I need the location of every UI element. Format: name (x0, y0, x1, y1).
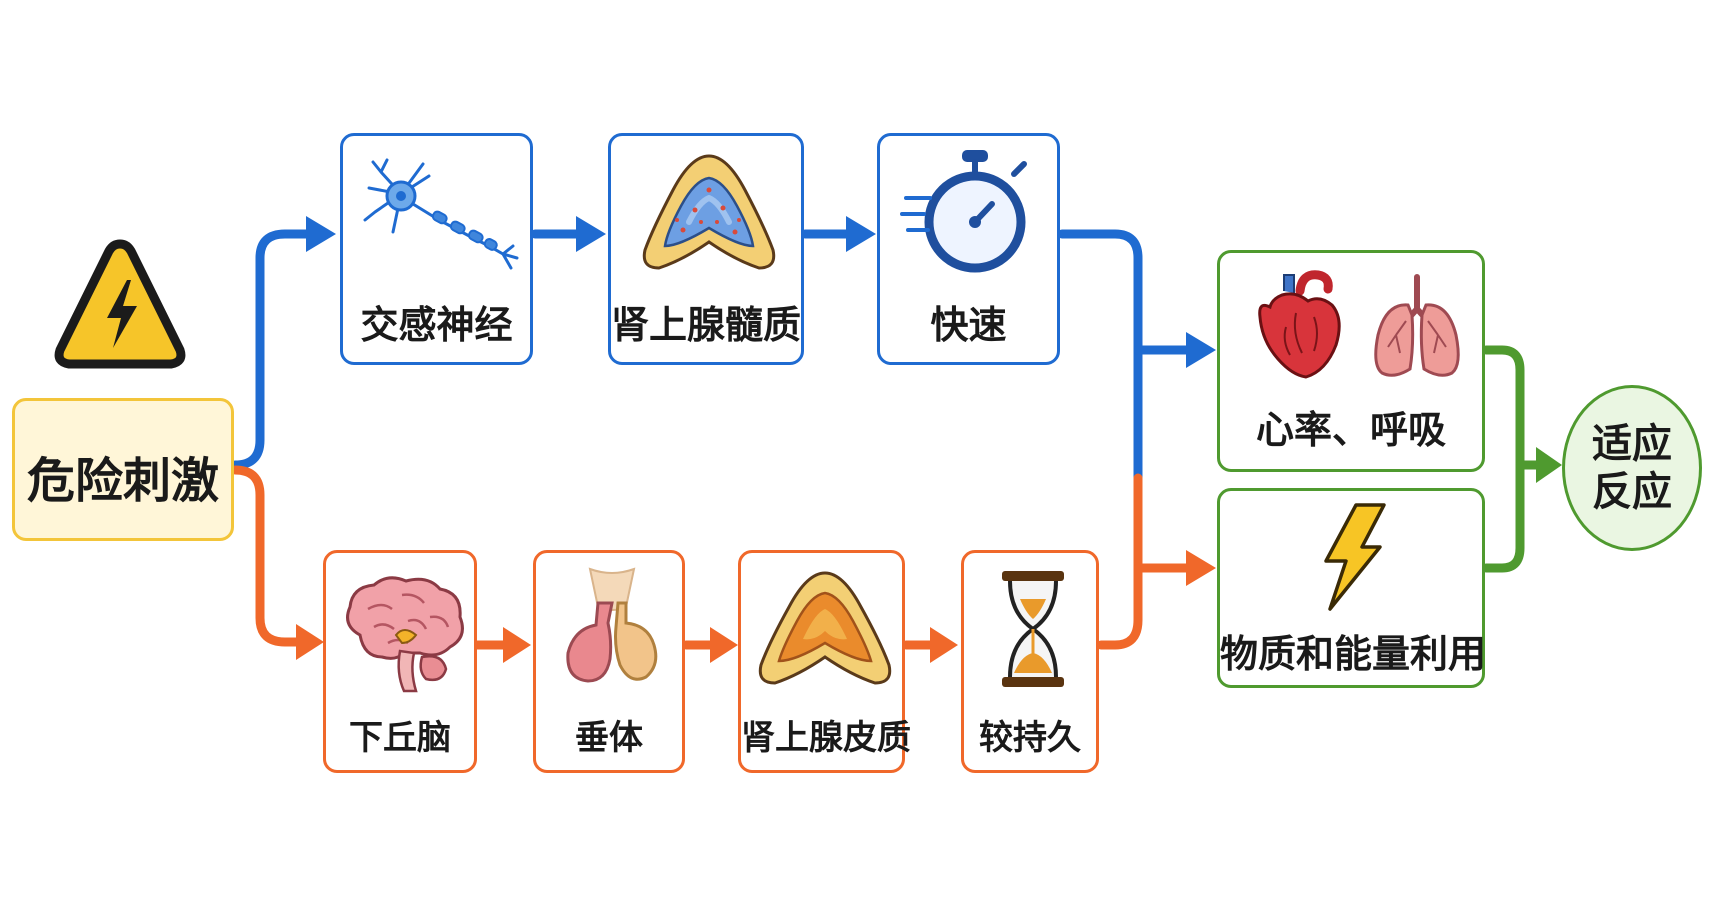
slow-node-lasting: 较持久 (961, 550, 1099, 773)
slow-node-hypothalamus-label: 下丘脑 (349, 718, 451, 758)
warning-lightning-icon (54, 239, 186, 369)
pituitary-icon (566, 567, 658, 683)
adaptive-response-node: 适应 反应 (1562, 385, 1702, 551)
start-label: 危险刺激 (26, 453, 219, 509)
heart-icon (1258, 270, 1341, 379)
outcome-energy-use: 物质和能量利用 (1217, 488, 1487, 688)
slow-node-pituitary: 垂体 (533, 550, 685, 773)
fast-node-sympathetic: 交感神经 (340, 133, 533, 365)
adrenal-cortex-icon (758, 571, 892, 685)
outcome-heart-breathing-label: 心率、呼吸 (1255, 408, 1446, 452)
lungs-icon (1374, 274, 1460, 377)
adaptive-response-line2: 反应 (1592, 469, 1672, 515)
slow-node-adrenal-cortex-label: 肾上腺皮质 (741, 718, 911, 758)
fast-node-sympathetic-label: 交感神经 (360, 303, 513, 347)
outcome-heart-breathing: 心率、呼吸 (1217, 250, 1485, 472)
fast-node-adrenal-medulla-label: 肾上腺髓质 (611, 303, 802, 347)
fast-node-adrenal-medulla: 肾上腺髓质 (608, 133, 804, 365)
stopwatch-icon (900, 150, 1027, 273)
fast-node-fast-label: 快速 (930, 303, 1007, 347)
neuron-icon (363, 158, 519, 270)
outcome-connectors (1481, 345, 1545, 573)
fast-path-connectors (230, 229, 1195, 483)
lightning-icon (1324, 503, 1386, 611)
fast-node-fast: 快速 (877, 133, 1060, 365)
slow-node-adrenal-cortex: 肾上腺皮质 (738, 550, 911, 773)
slow-path-connectors (230, 465, 1195, 650)
slow-path-arrowheads (296, 550, 1216, 663)
outcome-arrowhead (1536, 447, 1562, 483)
hourglass-icon (1002, 571, 1064, 687)
slow-node-hypothalamus: 下丘脑 (323, 550, 477, 773)
slow-node-pituitary-label: 垂体 (575, 718, 643, 758)
adrenal-medulla-icon (642, 154, 776, 270)
brain-icon (346, 576, 464, 693)
adaptive-response-line1: 适应 (1592, 421, 1672, 467)
start-node: 危险刺激 (12, 398, 234, 541)
slow-node-lasting-label: 较持久 (979, 718, 1081, 758)
fast-path-arrowheads (306, 216, 1216, 368)
outcome-energy-use-label: 物质和能量利用 (1220, 632, 1487, 676)
